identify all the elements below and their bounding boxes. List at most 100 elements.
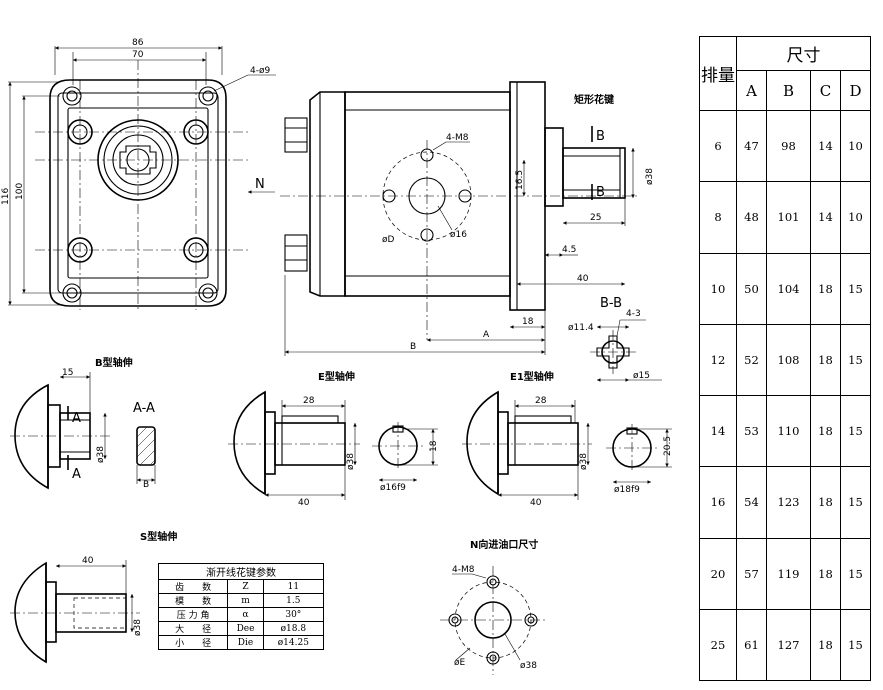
table-row: 小 径 Die ø14.25 xyxy=(157,635,325,650)
a-bot: A xyxy=(72,467,81,482)
col-c: C xyxy=(810,70,841,111)
spline-symbol: α xyxy=(227,607,264,622)
dim-100: 100 xyxy=(15,183,25,200)
spline-symbol: Z xyxy=(227,579,264,594)
cell-b: 98 xyxy=(765,109,812,183)
dim-25: 25 xyxy=(590,213,601,223)
spline-label: 小 径 xyxy=(157,635,229,650)
dim-15-bb: ø15 xyxy=(633,371,650,381)
table-row: 6 47 98 14 10 xyxy=(699,109,872,183)
spline-table: 渐开线花键参数 齿 数 Z 11 模 数 m 1.5 压 力 角 α 30° 大… xyxy=(157,563,325,650)
aa-hatching xyxy=(136,426,156,466)
oe-label: øE xyxy=(454,658,466,668)
dim-4x3: 4-3 xyxy=(626,309,641,319)
cell-b: 101 xyxy=(765,181,812,254)
spline-value: 1.5 xyxy=(262,593,325,608)
cell-c: 18 xyxy=(810,608,841,682)
dim-86: 86 xyxy=(132,38,144,48)
aa-b-label: B xyxy=(143,480,149,490)
spline-label: 大 径 xyxy=(157,621,229,636)
cell-a: 61 xyxy=(736,608,767,682)
holes-note: 4-ø9 xyxy=(250,66,270,76)
dim-15-b: 15 xyxy=(62,368,73,378)
aa-title: A-A xyxy=(133,401,155,416)
cell-a: 47 xyxy=(736,109,767,183)
side-view: 4-M8 øD ø16 16.5 矩形花键 B B ø38 25 4.5 40 … xyxy=(280,81,655,356)
cell-a: 53 xyxy=(736,394,767,468)
spline-label: 模 数 xyxy=(157,593,229,608)
cell-c: 18 xyxy=(810,323,841,397)
cell-c: 18 xyxy=(810,252,841,325)
dim-18-e: 18 xyxy=(429,440,439,452)
cell-d: 15 xyxy=(839,466,872,539)
spline-symbol: m xyxy=(227,593,264,608)
table-row: 20 57 119 18 15 xyxy=(699,537,872,610)
cell-a: 54 xyxy=(736,466,767,539)
dim-b: B xyxy=(410,342,416,352)
table-row: 12 52 108 18 15 xyxy=(699,323,872,397)
table-row: 齿 数 Z 11 xyxy=(157,579,325,594)
cell-a: 50 xyxy=(736,252,767,325)
table-row: 16 54 123 18 15 xyxy=(699,466,872,539)
dim-4-5: 4.5 xyxy=(562,245,576,255)
cell-displacement: 10 xyxy=(699,252,737,325)
n-label: N xyxy=(255,177,265,192)
cell-b: 108 xyxy=(765,323,812,397)
shaft-e1-title: E1型轴伸 xyxy=(510,370,554,383)
spline-caption: 渐开线花键参数 xyxy=(158,563,324,580)
dim-38-s: ø38 xyxy=(133,619,143,636)
cell-displacement: 12 xyxy=(699,323,737,397)
dim-38-side: ø38 xyxy=(645,168,655,185)
cell-displacement: 6 xyxy=(699,109,737,183)
dim-38-e: ø38 xyxy=(346,453,356,470)
dim-40-s: 40 xyxy=(82,556,94,566)
shaft-b: B型轴伸 15 A A ø38 xyxy=(10,356,133,490)
shaft-e: E型轴伸 28 40 ø38 18 ø16f9 xyxy=(228,370,439,508)
cell-c: 18 xyxy=(810,394,841,468)
spline-label: 压 力 角 xyxy=(157,607,229,622)
shaft-b-title: B型轴伸 xyxy=(95,356,133,369)
dim-38-e1: ø38 xyxy=(579,453,589,470)
o38-label: ø38 xyxy=(520,661,537,671)
cell-c: 18 xyxy=(810,537,841,610)
cell-displacement: 14 xyxy=(699,394,737,468)
cell-d: 10 xyxy=(839,109,872,183)
spline-value: ø18.8 xyxy=(262,621,325,636)
cell-d: 15 xyxy=(839,323,872,397)
col-d: D xyxy=(839,70,872,111)
cell-displacement: 8 xyxy=(699,181,737,254)
dim-20-5: 20.5 xyxy=(663,436,673,456)
spline-value: 11 xyxy=(262,579,325,594)
table-row: 10 50 104 18 15 xyxy=(699,252,872,325)
dim-28-e: 28 xyxy=(303,396,315,406)
od-label: øD xyxy=(382,235,395,245)
spline-value: 30° xyxy=(262,607,325,622)
shaft-e-title: E型轴伸 xyxy=(318,370,355,383)
dim-a: A xyxy=(483,330,490,340)
table-row: 25 61 127 18 15 xyxy=(699,608,872,682)
cell-b: 119 xyxy=(765,537,812,610)
cell-d: 15 xyxy=(839,537,872,610)
cell-c: 14 xyxy=(810,181,841,254)
header-dimensions: 尺寸 xyxy=(736,36,871,71)
port-ports: 4-M8 xyxy=(452,565,475,575)
cell-b: 123 xyxy=(765,466,812,539)
cell-c: 14 xyxy=(810,109,841,183)
cell-d: 15 xyxy=(839,394,872,468)
cell-displacement: 20 xyxy=(699,537,737,610)
cell-b: 104 xyxy=(765,252,812,325)
dim-28-e1: 28 xyxy=(535,396,547,406)
shaft-s-title: S型轴伸 xyxy=(140,530,177,543)
dim-18f9: ø18f9 xyxy=(614,485,640,495)
port-view-title: N向进油口尺寸 xyxy=(470,538,538,551)
table-row: 大 径 Dee ø18.8 xyxy=(157,621,325,636)
spec-table: 排量 尺寸 A B C D 6 47 98 14 10 8 48 101 14 … xyxy=(699,36,872,682)
shaft-e1: E1型轴伸 28 40 ø38 20.5 ø18f9 xyxy=(462,370,673,508)
cell-displacement: 16 xyxy=(699,466,737,539)
cell-b: 110 xyxy=(765,394,812,468)
dim-40-e1: 40 xyxy=(530,498,542,508)
dim-116: 116 xyxy=(1,188,11,205)
shaft-s: S型轴伸 40 ø38 xyxy=(10,530,177,664)
table-row: 压 力 角 α 30° xyxy=(157,607,325,622)
bb-title: B-B xyxy=(600,296,622,311)
